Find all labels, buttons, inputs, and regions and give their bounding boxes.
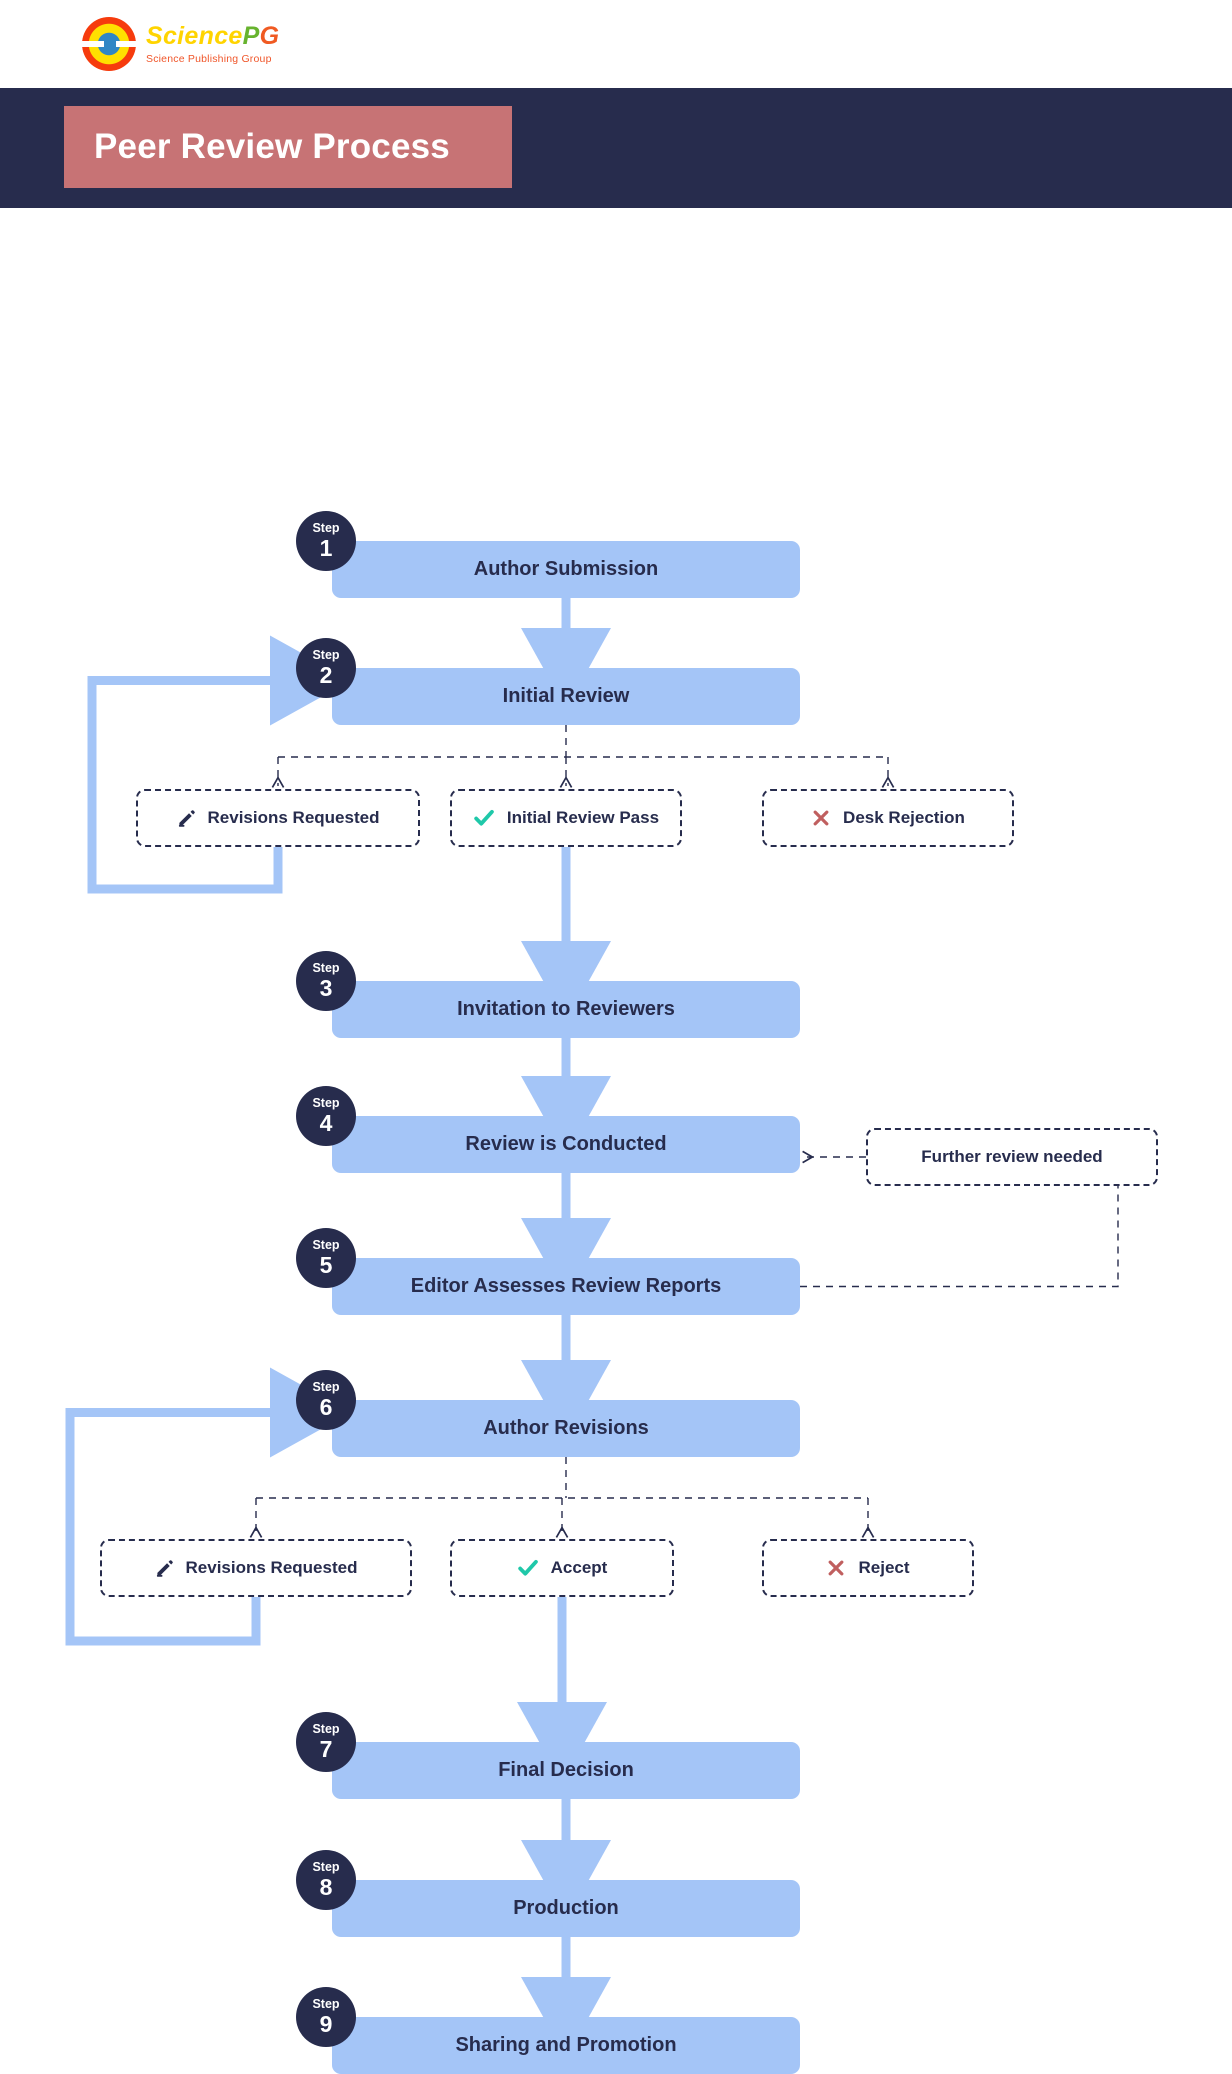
title-plate: Peer Review Process	[64, 106, 512, 188]
step-badge-label-3: Step	[312, 961, 340, 976]
cross-icon	[811, 808, 831, 828]
step-badge-label-1: Step	[312, 521, 340, 536]
step-badge-1: Step 1	[296, 511, 356, 571]
process-box-label-4: Review is Conducted	[465, 1133, 667, 1155]
cross-icon	[826, 1558, 846, 1578]
logo-title-p: P	[242, 21, 260, 50]
process-box-sharing-and-promotion[interactable]: Sharing and Promotion	[332, 2017, 800, 2074]
title-band: Peer Review Process	[0, 88, 1232, 208]
step-badge-number-7: 7	[319, 1735, 333, 1762]
step-badge-label-9: Step	[312, 1997, 340, 2012]
process-box-invitation-to-reviewers[interactable]: Invitation to Reviewers	[332, 981, 800, 1038]
process-box-label-3: Invitation to Reviewers	[457, 998, 675, 1020]
logo-mark-icon	[82, 17, 136, 71]
logo-tagline: Science Publishing Group	[146, 52, 272, 65]
decision-box-initial-review-pass[interactable]: Initial Review Pass	[450, 789, 682, 847]
decision-box-revisions-requested-1[interactable]: Revisions Requested	[136, 789, 420, 847]
note-label-further-review-needed: Further review needed	[921, 1147, 1103, 1166]
decision-label-reject: Reject	[858, 1558, 910, 1577]
decision-box-desk-rejection[interactable]: Desk Rejection	[762, 789, 1014, 847]
decision-box-revisions-requested-2[interactable]: Revisions Requested	[100, 1539, 412, 1597]
decision-label-desk-rejection: Desk Rejection	[843, 808, 965, 827]
process-box-author-submission[interactable]: Author Submission	[332, 541, 800, 598]
process-box-label-1: Author Submission	[473, 558, 659, 580]
step-badge-3: Step 3	[296, 951, 356, 1011]
process-box-label-7: Final Decision	[498, 1759, 634, 1781]
process-box-review-is-conducted[interactable]: Review is Conducted	[332, 1116, 800, 1173]
step-badge-label-7: Step	[312, 1722, 340, 1737]
step-badge-5: Step 5	[296, 1228, 356, 1288]
check-icon	[517, 1557, 539, 1579]
process-box-production[interactable]: Production	[332, 1880, 800, 1937]
step-badge-6: Step 6	[296, 1370, 356, 1430]
process-box-label-6: Author Revisions	[483, 1417, 649, 1439]
step-badge-number-8: 8	[319, 1873, 333, 1900]
decision-box-accept[interactable]: Accept	[450, 1539, 674, 1597]
step-badge-label-2: Step	[312, 648, 340, 663]
step-badge-label-5: Step	[312, 1238, 340, 1253]
logo-title: SciencePG	[146, 21, 280, 50]
process-box-label-9: Sharing and Promotion	[455, 2034, 677, 2056]
step-badge-label-6: Step	[312, 1380, 340, 1395]
pencil-icon	[177, 809, 196, 828]
check-icon	[473, 807, 495, 829]
step-badge-label-4: Step	[312, 1096, 340, 1111]
step-badge-number-2: 2	[319, 661, 333, 688]
decision-box-reject[interactable]: Reject	[762, 1539, 974, 1597]
note-box-further-review-needed[interactable]: Further review needed	[866, 1128, 1158, 1186]
connector-layer	[65, 598, 1119, 2058]
step-badge-number-4: 4	[319, 1109, 333, 1136]
pencil-icon	[155, 1559, 174, 1578]
decision-label-revisions-requested-1: Revisions Requested	[207, 808, 380, 827]
step-badge-7: Step 7	[296, 1712, 356, 1772]
process-box-final-decision[interactable]: Final Decision	[332, 1742, 800, 1799]
step-badge-number-6: 6	[319, 1393, 333, 1420]
page-title: Peer Review Process	[94, 127, 450, 166]
process-box-label-2: Initial Review	[502, 685, 630, 707]
step-badge-8: Step 8	[296, 1850, 356, 1910]
step-badge-9: Step 9	[296, 1987, 356, 2047]
process-box-label-8: Production	[513, 1897, 619, 1919]
decision-label-initial-review-pass: Initial Review Pass	[506, 808, 660, 827]
logo-title-science: Science	[146, 21, 243, 50]
logo-wordmark: SciencePG Science Publishing Group	[146, 21, 280, 65]
step-badge-number-9: 9	[319, 2010, 333, 2037]
logo-title-g: G	[259, 21, 280, 50]
sciencepg-logo: SciencePG Science Publishing Group	[82, 17, 279, 71]
flowchart-canvas: Step 1 Author Submission Step 2 Initial …	[0, 208, 1232, 2074]
process-box-initial-review[interactable]: Initial Review	[332, 668, 800, 725]
step-badge-number-3: 3	[319, 974, 333, 1001]
step-badge-number-5: 5	[319, 1251, 333, 1278]
logo-bar: SciencePG Science Publishing Group	[0, 0, 1232, 88]
step-badge-number-1: 1	[319, 534, 333, 561]
decision-label-revisions-requested-2: Revisions Requested	[185, 1558, 358, 1577]
process-box-author-revisions[interactable]: Author Revisions	[332, 1400, 800, 1457]
step-badge-2: Step 2	[296, 638, 356, 698]
decision-label-accept: Accept	[550, 1558, 608, 1577]
step-badge-4: Step 4	[296, 1086, 356, 1146]
step-badge-label-8: Step	[312, 1860, 340, 1875]
process-box-label-5: Editor Assesses Review Reports	[410, 1275, 722, 1297]
process-box-editor-assesses-review-reports[interactable]: Editor Assesses Review Reports	[332, 1258, 800, 1315]
